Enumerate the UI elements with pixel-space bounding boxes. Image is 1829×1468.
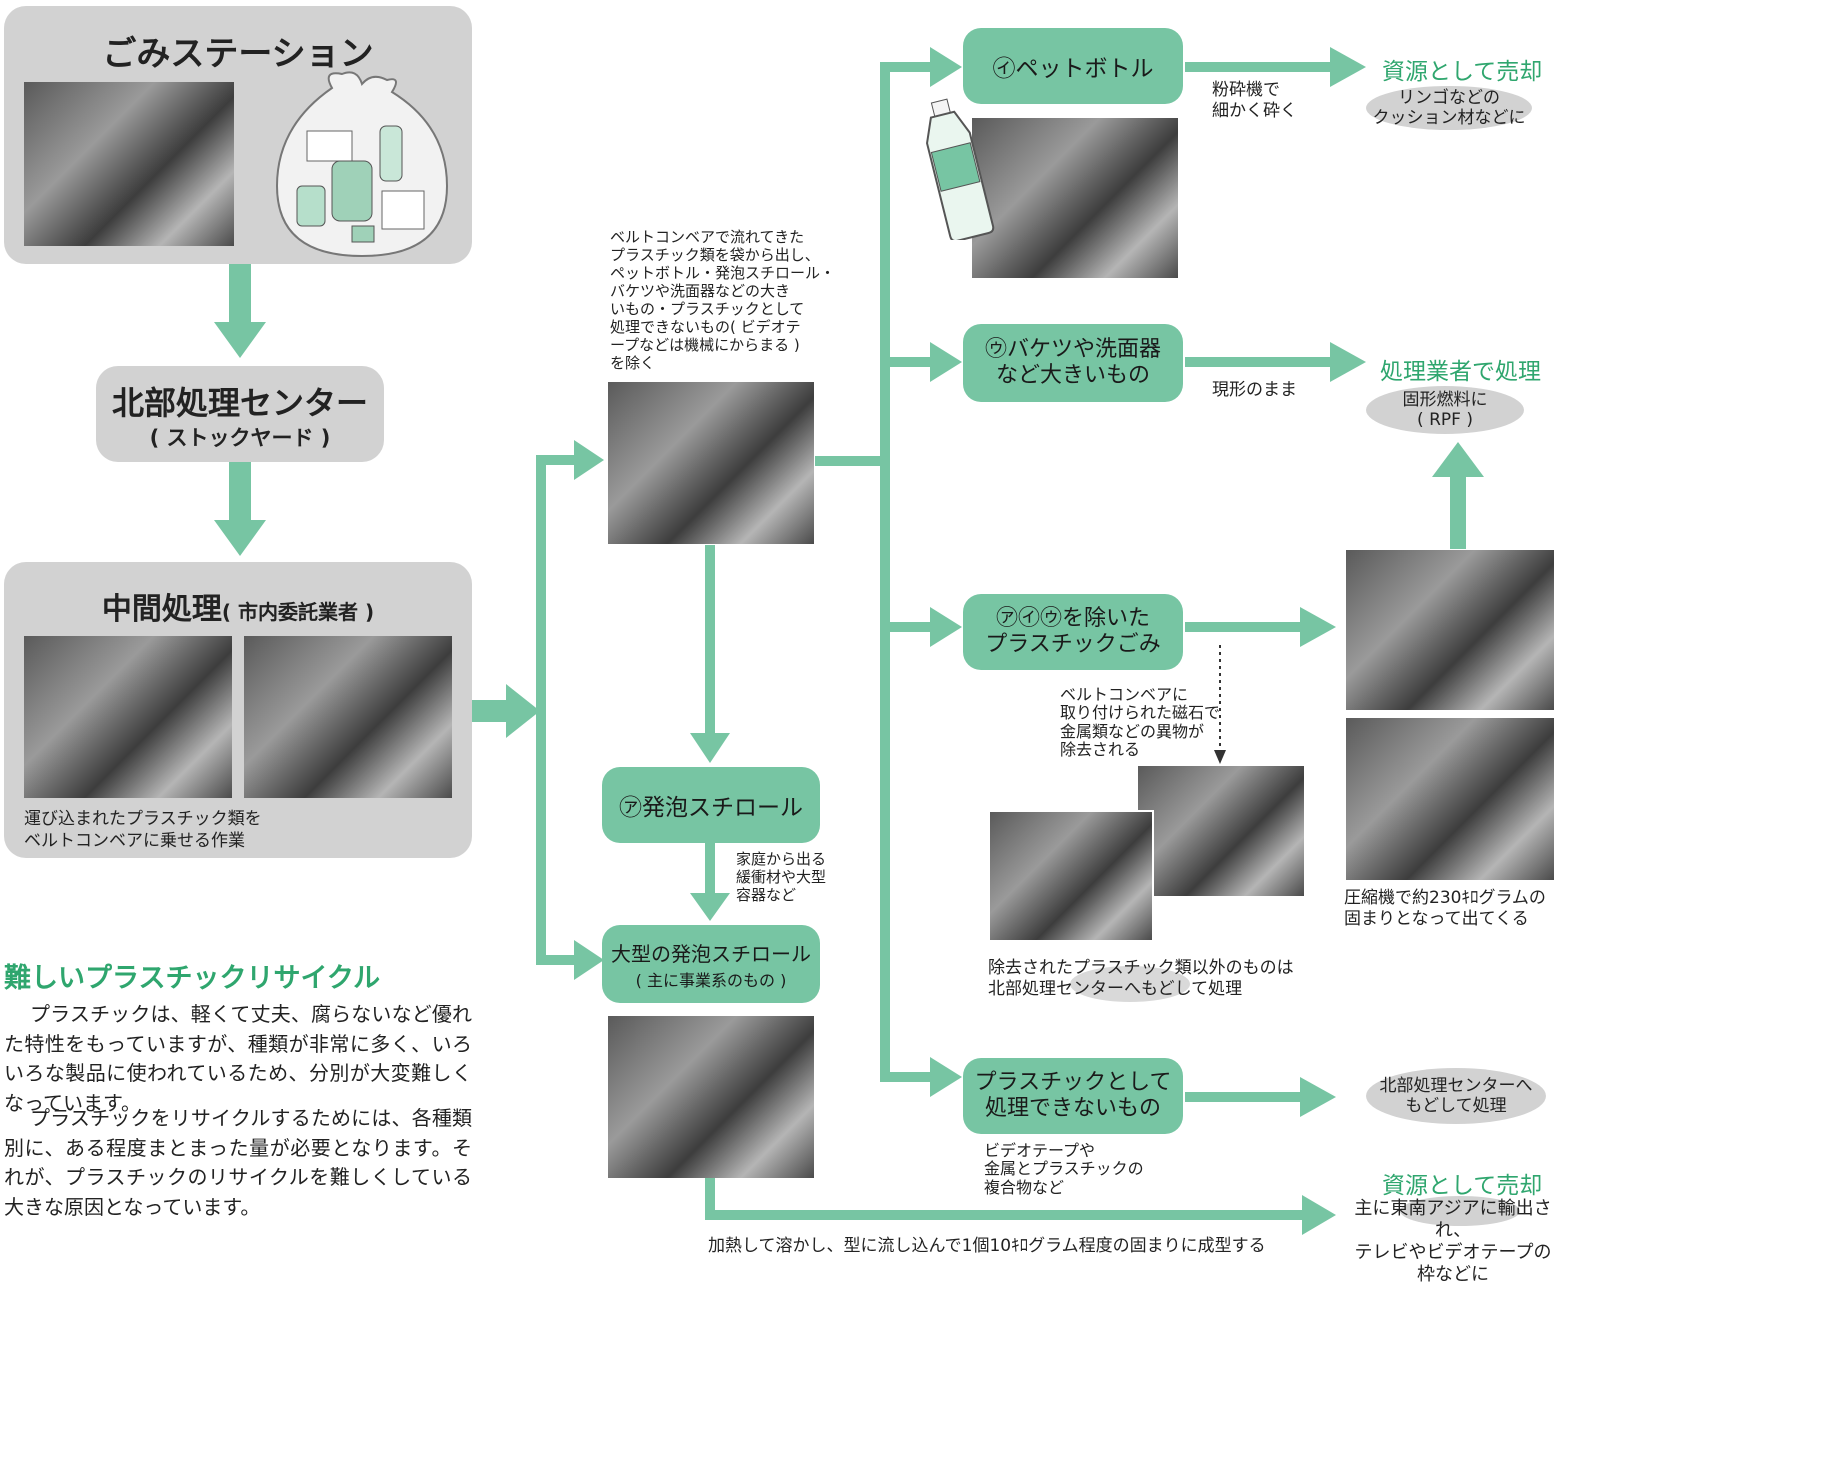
as-is-note: 現形のまま (1212, 380, 1297, 400)
compressed-block-photo (1346, 718, 1554, 880)
large-styrofoam-box: 大型の発泡スチロール ( 主に事業系のもの ) (602, 925, 820, 1003)
household-note: 家庭から出る 緩衝材や大型 容器など (736, 850, 827, 904)
return-detail-text: 北部処理センターへ もどして処理 (1379, 1075, 1533, 1116)
sell-title-1: 資源として売却 (1382, 59, 1543, 85)
crusher-note: 粉砕機で 細かく砕く (1212, 80, 1297, 122)
sell-detail-1-text: リンゴなどの クッション材などに (1372, 87, 1526, 128)
article-paragraph-2: プラスチックをリサイクルするためには、各種類別に、ある程度まとまった量が必要とな… (4, 1106, 472, 1219)
garbage-station-photo (24, 82, 234, 246)
bucket-box: ㋒バケツや洗面器 など大きいもの (963, 324, 1183, 402)
foreign-matter-photo-1 (1138, 766, 1304, 896)
vendor-detail: 固形燃料に ( RPF ) (1366, 386, 1524, 434)
intermediate-caption: 運び込まれたプラスチック類を ベルトコンベアに乗せる作業 (24, 809, 262, 852)
north-center-panel: 北部処理センター ( ストックヤード ) (96, 366, 384, 462)
garbage-bag-illustration (262, 66, 462, 262)
north-center-subtitle: ( ストックヤード ) (149, 426, 331, 450)
sell-detail-2-bg (1400, 1196, 1520, 1226)
intermediate-title: 中間処理 (101, 592, 222, 627)
videotape-note: ビデオテープや 金属とプラスチックの 複合物など (984, 1141, 1144, 1197)
plastic-rest-box: ㋐㋑㋒を除いた プラスチックごみ (963, 594, 1183, 670)
article-title: 難しいプラスチックリサイクル (4, 963, 381, 994)
return-detail: 北部処理センターへ もどして処理 (1366, 1068, 1546, 1124)
intermediate-subtitle: ( 市内委託業者 ) (221, 600, 375, 624)
styrofoam-box: ㋐発泡スチロール (602, 767, 820, 843)
conveyor-note: ベルトコンベアで流れてきた プラスチック類を袋から出し、 ペットボトル・発泡スチ… (610, 228, 836, 372)
station-panel: ごみステーション (4, 6, 472, 264)
basket-photo (988, 810, 1154, 942)
sell-detail-2: 主に東南アジアに輸出され、 テレビやビデオテープの 枠などに (1354, 1198, 1552, 1285)
crusher-photo (972, 118, 1178, 278)
compress-note: 圧縮機で約230ｷﾛグラムの 固まりとなって出てくる (1344, 888, 1546, 930)
sell-detail-1: リンゴなどの クッション材などに (1366, 86, 1532, 130)
bucket-label: ㋒バケツや洗面器 など大きいもの (984, 336, 1161, 388)
north-center-title: 北部処理センター (111, 384, 368, 422)
non-plastic-label: プラスチックとして 処理できないもの (974, 1069, 1172, 1121)
sell-title-2: 資源として売却 (1382, 1173, 1543, 1199)
vendor-title: 処理業者で処理 (1380, 359, 1541, 385)
pet-bottle-box: ㋑ペットボトル (963, 28, 1183, 104)
vendor-detail-text: 固形燃料に ( RPF ) (1402, 389, 1488, 430)
compressor-photo (1346, 550, 1554, 710)
article-paragraph-1: プラスチックは、軽くて丈夫、腐らないなど優れた特性をもっていますが、種類が非常に… (4, 1002, 472, 1115)
pet-bottle-illustration (920, 96, 1000, 243)
worker-photo (244, 636, 452, 798)
intermediate-heading: 中間処理( 市内委託業者 ) (4, 584, 472, 628)
magnet-note: ベルトコンベアに 取り付けられた磁石で 金属類などの異物が 除去される (1060, 685, 1221, 760)
station-title: ごみステーション (102, 34, 374, 74)
melt-note: 加熱して溶かし、型に流し込んで1個10ｷﾛグラム程度の固まりに成型する (708, 1236, 1266, 1256)
large-styrofoam-sub: ( 主に事業系のもの ) (635, 970, 787, 990)
styrofoam-label: ㋐発泡スチロール (619, 795, 803, 821)
pet-bottle-label: ㋑ペットボトル (992, 56, 1154, 82)
intermediate-panel: 中間処理( 市内委託業者 ) 運び込まれたプラスチック類を ベルトコンベアに乗せ… (4, 562, 472, 858)
melting-machine-photo (608, 1016, 814, 1178)
plastic-rest-label: ㋐㋑㋒を除いた プラスチックごみ (985, 605, 1161, 657)
non-plastic-box: プラスチックとして 処理できないもの (963, 1058, 1183, 1134)
conveyor-photo (608, 382, 814, 544)
forklift-photo (24, 636, 232, 798)
removed-note: 除去されたプラスチック類以外のものは 北部処理センターへもどして処理 (988, 958, 1294, 1000)
large-styrofoam-label: 大型の発泡スチロール (611, 941, 811, 966)
removed-highlight (1070, 966, 1190, 1002)
